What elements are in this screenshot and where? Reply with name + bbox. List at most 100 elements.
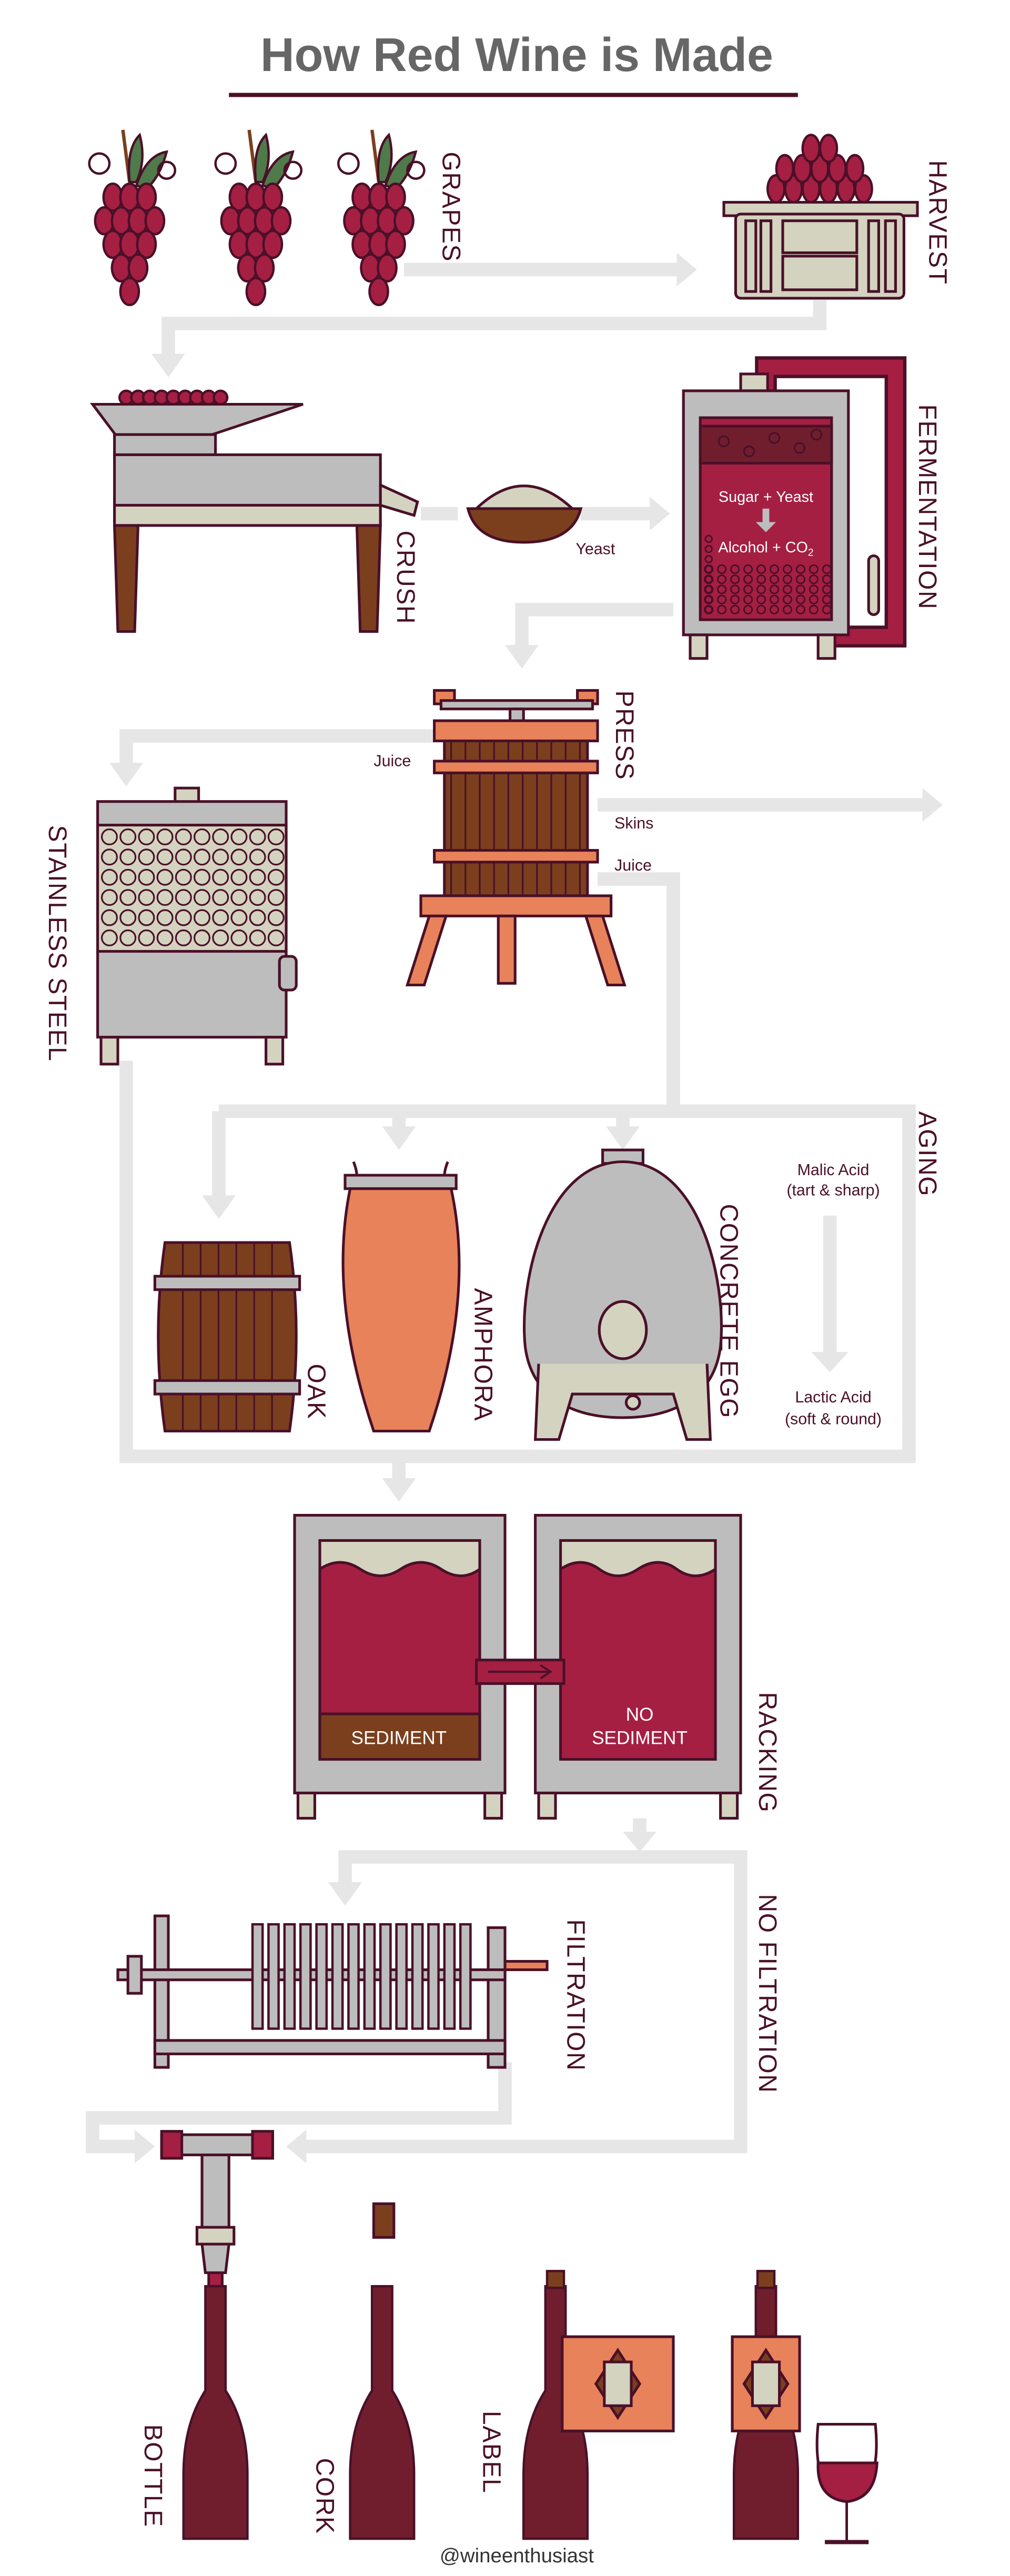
grape bbox=[377, 253, 398, 283]
vent-hole bbox=[156, 929, 174, 946]
bubble bbox=[809, 604, 819, 615]
bubble bbox=[782, 564, 793, 574]
wine-bottle bbox=[182, 2285, 249, 2540]
bubble bbox=[822, 574, 832, 584]
vent-hole bbox=[175, 848, 192, 866]
cork bbox=[756, 2270, 776, 2289]
bubble bbox=[704, 605, 713, 614]
bubble bbox=[822, 604, 832, 615]
grape bbox=[385, 229, 406, 259]
filter-plate bbox=[395, 1923, 408, 2030]
bubble bbox=[769, 574, 780, 584]
bubble bbox=[809, 584, 819, 594]
bubble bbox=[782, 594, 793, 604]
vent-hole bbox=[156, 889, 174, 906]
vent-hole bbox=[194, 889, 210, 906]
vent-hole bbox=[101, 929, 118, 946]
bubble bbox=[717, 584, 727, 594]
grape bbox=[845, 154, 865, 184]
vent-hole bbox=[119, 828, 137, 845]
label-stainless-steel: STAINLESS STEEL bbox=[43, 825, 71, 1062]
vent-hole bbox=[175, 909, 192, 926]
vent-hole bbox=[194, 909, 210, 926]
filter-plate bbox=[251, 1923, 264, 2030]
vent-hole bbox=[138, 828, 155, 845]
vent-hole bbox=[249, 828, 266, 845]
vent-hole bbox=[194, 929, 210, 946]
vent-hole bbox=[230, 848, 248, 866]
cork bbox=[546, 2270, 565, 2289]
label-no-filtration: NO FILTRATION bbox=[753, 1894, 781, 2094]
bubble bbox=[822, 594, 832, 604]
vent-hole bbox=[249, 909, 266, 926]
grape bbox=[119, 277, 140, 306]
tendril-icon bbox=[406, 160, 426, 180]
yeast-text: Yeast bbox=[575, 540, 615, 558]
bubble bbox=[718, 435, 730, 448]
vent-hole bbox=[267, 889, 285, 906]
vent-hole bbox=[267, 828, 285, 845]
bubble bbox=[704, 565, 713, 573]
vent-hole bbox=[212, 828, 229, 845]
bubble bbox=[743, 564, 753, 574]
vent-hole bbox=[194, 848, 210, 866]
concrete-egg bbox=[523, 1148, 723, 1441]
label-oak: OAK bbox=[302, 1364, 330, 1420]
bubble bbox=[743, 594, 753, 604]
skins-text: Skins bbox=[614, 814, 653, 832]
filter-plate bbox=[411, 1923, 424, 2030]
filter-plate bbox=[283, 1923, 296, 2030]
filter-plate bbox=[347, 1923, 360, 2030]
bubble bbox=[717, 594, 727, 604]
grape bbox=[393, 206, 415, 236]
leaf-icon bbox=[127, 133, 144, 184]
bubble bbox=[756, 564, 766, 574]
bubble bbox=[756, 604, 766, 615]
grape bbox=[270, 206, 292, 236]
grape bbox=[262, 183, 284, 212]
vent-hole bbox=[175, 868, 192, 886]
fermentation-tank bbox=[682, 356, 907, 660]
vent-hole bbox=[267, 929, 285, 946]
leaf-icon bbox=[377, 133, 393, 184]
bubble bbox=[743, 574, 753, 584]
lactic-acid-text: Lactic Acid bbox=[795, 1388, 871, 1406]
label-harvest: HARVEST bbox=[923, 160, 951, 285]
bubble bbox=[704, 544, 713, 553]
vent-hole bbox=[156, 848, 174, 866]
sugar-yeast-text: Sugar + Yeast bbox=[719, 489, 813, 506]
filter-plate bbox=[427, 1923, 440, 2030]
filter-plate bbox=[331, 1923, 344, 2030]
bubble bbox=[717, 574, 727, 584]
grape bbox=[775, 154, 795, 184]
vent-hole bbox=[230, 929, 248, 946]
page-title: How Red Wine is Made bbox=[260, 28, 773, 81]
vent-hole bbox=[119, 889, 137, 906]
filter-plate bbox=[299, 1923, 312, 2030]
vent-hole bbox=[156, 868, 174, 886]
bubble bbox=[782, 584, 793, 594]
vent-hole bbox=[230, 909, 248, 926]
bubble bbox=[782, 604, 793, 615]
vent-hole bbox=[194, 868, 210, 886]
vent-hole bbox=[156, 909, 174, 926]
vent-hole bbox=[101, 889, 118, 906]
grape bbox=[144, 206, 166, 236]
harvest-crate bbox=[722, 134, 919, 300]
vent-hole bbox=[138, 848, 155, 866]
vent-hole bbox=[230, 868, 248, 886]
label-bottle: BOTTLE bbox=[139, 2425, 167, 2528]
vent-hole bbox=[267, 868, 285, 886]
tendril-icon bbox=[88, 152, 111, 175]
filter-plate bbox=[379, 1923, 392, 2030]
bubble bbox=[769, 584, 780, 594]
filter-plate bbox=[459, 1923, 472, 2030]
grape bbox=[368, 277, 389, 306]
vent-hole bbox=[119, 909, 137, 926]
filter-plate bbox=[315, 1923, 328, 2030]
tendril-icon bbox=[283, 160, 303, 180]
vent-hole bbox=[101, 909, 118, 926]
label-press: PRESS bbox=[610, 691, 638, 781]
vent-hole bbox=[101, 848, 118, 866]
leaf-icon bbox=[254, 133, 270, 184]
